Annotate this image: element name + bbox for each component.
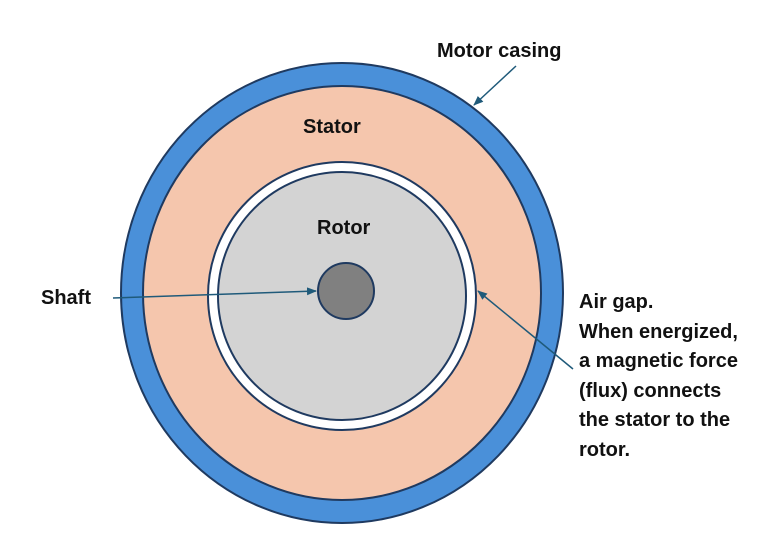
stator-label: Stator [303, 116, 361, 138]
motor-casing-label: Motor casing [437, 40, 562, 62]
air-gap-line: Air gap. [579, 291, 654, 313]
motor-casing-leader-arrow [473, 65, 517, 106]
air-gap-line: (flux) connects [579, 379, 722, 402]
shaft-leader-arrow [112, 287, 317, 299]
air-gap-description: Air gap. When energized, a magnetic forc… [579, 288, 738, 466]
air-gap-line: rotor. [579, 438, 631, 461]
air-gap-leader-arrow [477, 290, 574, 370]
air-gap-line: the stator to the [579, 409, 731, 432]
shaft-disc [317, 262, 375, 320]
rotor-label: Rotor [317, 217, 371, 239]
shaft-label: Shaft [41, 287, 91, 309]
air-gap-line: When energized, [579, 320, 738, 343]
air-gap-line: a magnetic force [579, 350, 738, 373]
